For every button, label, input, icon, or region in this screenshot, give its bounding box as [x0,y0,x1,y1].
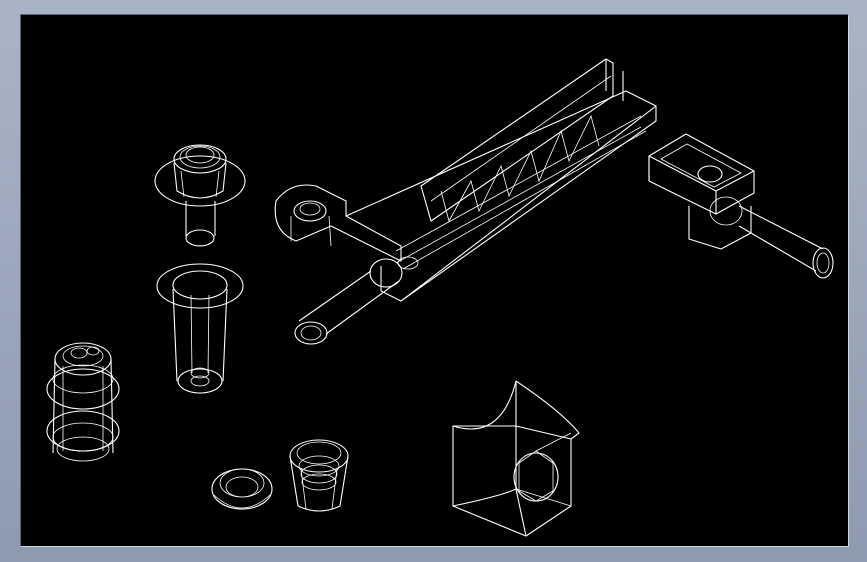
small-ring-part[interactable] [211,468,273,510]
threaded-cap-part[interactable] [289,439,349,512]
corner-block-with-pin-part[interactable] [648,133,834,279]
cut-block-part[interactable] [452,380,580,537]
wireframe-drawing [46,58,834,537]
long-slotted-arm-part[interactable] [274,58,657,345]
cad-viewport[interactable] [20,14,849,547]
bellows-fitting-part[interactable] [46,342,120,462]
tube-with-flange-part[interactable] [156,263,244,394]
grommet-top-part[interactable] [154,144,246,247]
